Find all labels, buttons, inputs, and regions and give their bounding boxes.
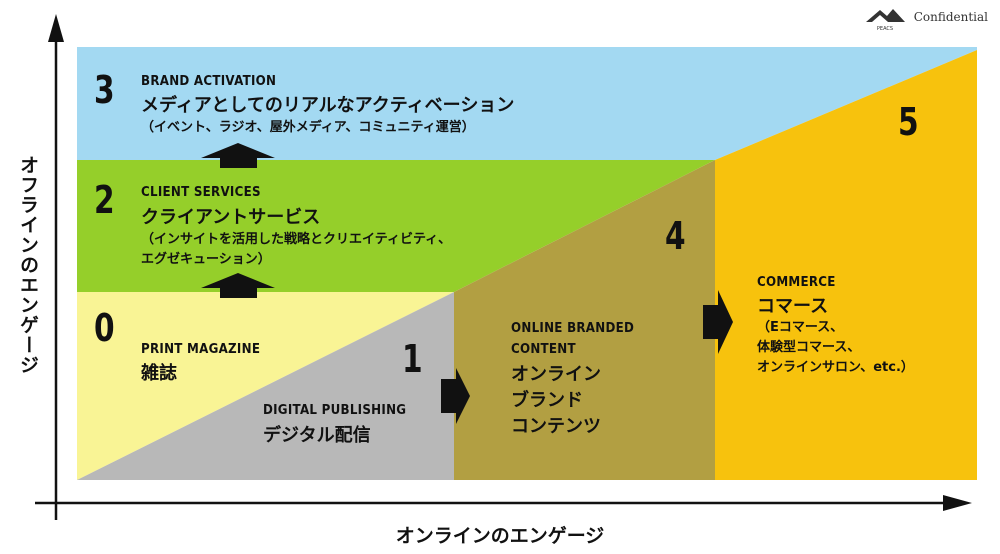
zone-1-jp-title: デジタル配信 bbox=[263, 425, 371, 446]
zone-2-jp-title: クライアントサービス bbox=[141, 207, 321, 228]
zone-3-jp-title: メディアとしてのリアルなアクティベーション bbox=[141, 95, 515, 116]
zone-3-description: （イベント、ラジオ、屋外メディア、コミュニティ運営） bbox=[141, 120, 475, 135]
zone-4-number: 4 bbox=[665, 214, 686, 258]
zone-0-jp-title: 雑誌 bbox=[141, 363, 177, 384]
zone-4-en-title-line1: ONLINE BRANDED bbox=[511, 320, 635, 336]
zone-2-number: 2 bbox=[94, 178, 115, 222]
zone-4-jp-title-line2: ブランド bbox=[511, 390, 583, 411]
zone-4-jp-title-line3: コンテンツ bbox=[511, 416, 601, 437]
zone-1-en-title: DIGITAL PUBLISHING bbox=[263, 402, 407, 418]
zone-4-jp-title-line1: オンライン bbox=[511, 364, 601, 385]
right-arrow-icon bbox=[703, 290, 733, 354]
zone-3-band bbox=[77, 47, 977, 160]
y-axis-arrowhead bbox=[48, 14, 64, 42]
zone-5-number: 5 bbox=[898, 100, 919, 144]
zone-5-en-title: COMMERCE bbox=[757, 274, 836, 290]
zone-1-region bbox=[77, 292, 454, 480]
peacs-logo-icon bbox=[866, 9, 905, 22]
x-axis-label: オンラインのエンゲージ bbox=[395, 525, 605, 547]
zone-4-region bbox=[454, 160, 715, 480]
zone-3-number: 3 bbox=[94, 68, 115, 112]
zone-0-en-title: PRINT MAGAZINE bbox=[141, 341, 261, 357]
zone-2-description-line1: （インサイトを活用した戦略とクリエイティビティ、 bbox=[141, 232, 452, 247]
zone-0-number: 0 bbox=[94, 306, 115, 350]
zone-5-description-line3: オンラインサロン、etc.） bbox=[757, 360, 914, 375]
right-arrow-icon bbox=[441, 368, 470, 424]
up-arrow-icon bbox=[201, 273, 275, 298]
zone-4-en-title-line2: CONTENT bbox=[511, 341, 576, 357]
zone-2-band bbox=[77, 160, 715, 292]
zone-3-en-title: BRAND ACTIVATION bbox=[141, 73, 277, 89]
zone-1-number: 1 bbox=[402, 337, 423, 381]
zone-5-region bbox=[715, 50, 977, 480]
confidential-label: Confidential bbox=[913, 10, 988, 24]
y-axis-label: オフラインのエンゲージ bbox=[17, 155, 39, 375]
zone-2-description-line2: エグゼキューション） bbox=[141, 252, 271, 267]
zone-5-jp-title: コマース bbox=[757, 296, 829, 317]
logo-text: PEACS bbox=[877, 26, 893, 32]
x-axis-arrowhead bbox=[943, 495, 972, 511]
zone-5-description-line2: 体験型コマース、 bbox=[757, 340, 861, 355]
zone-2-en-title: CLIENT SERVICES bbox=[141, 184, 261, 200]
zone-5-description-line1: （Eコマース、 bbox=[757, 320, 844, 335]
up-arrow-icon bbox=[201, 143, 275, 168]
